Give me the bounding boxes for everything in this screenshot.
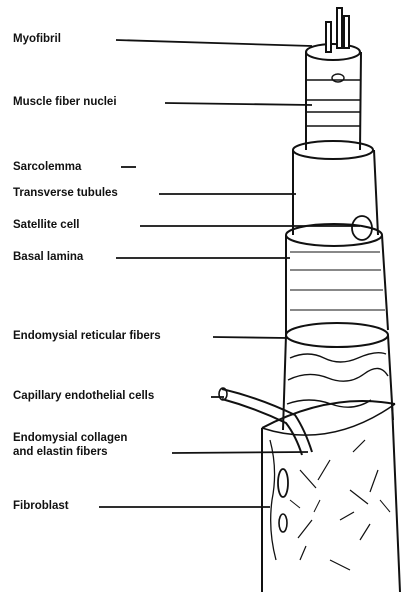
leader-lines [99,40,360,507]
reticular-fiber-layer [283,323,393,430]
capillary-tube [219,388,312,455]
basal-lamina-layer [286,224,388,335]
label-fibroblast: Fibroblast [13,500,69,513]
myofibril-rods [326,8,349,52]
myofibril-bundle-layer [306,44,361,150]
label-endomysial-reticular-fibers: Endomysial reticular fibers [13,330,161,343]
label-satellite-cell: Satellite cell [13,219,79,232]
nucleus-shape [332,74,344,82]
label-elastin-fibers: and elastin fibers [13,446,108,459]
label-basal-lamina: Basal lamina [13,251,83,264]
label-myofibril: Myofibril [13,33,61,46]
label-transverse-tubules: Transverse tubules [13,187,118,200]
label-sarcolemma: Sarcolemma [13,161,81,174]
label-endomysial-collagen: Endomysial collagen [13,432,127,445]
label-muscle-fiber-nuclei: Muscle fiber nuclei [13,96,117,109]
label-capillary-endothelial-cells: Capillary endothelial cells [13,390,154,403]
